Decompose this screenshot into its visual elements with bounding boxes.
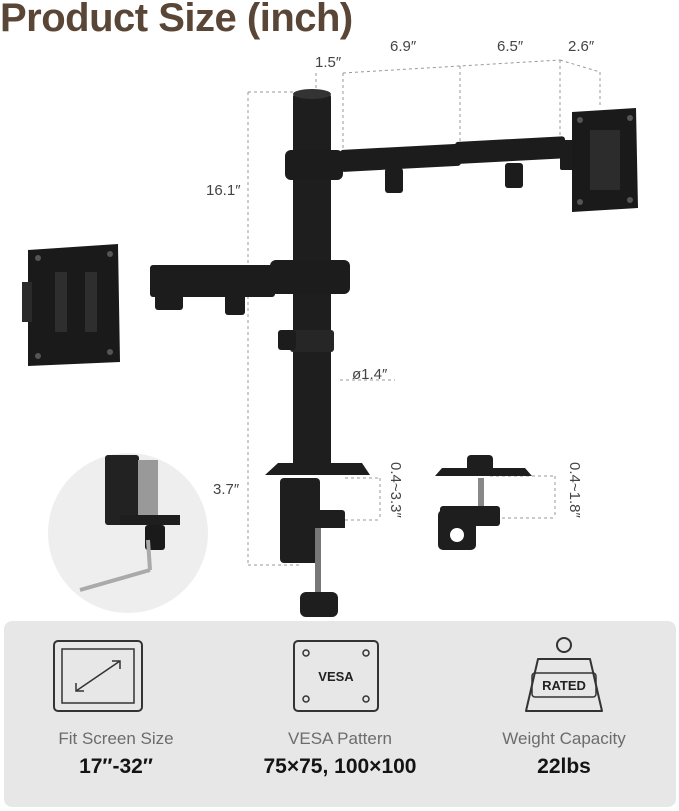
feature-vesa: VESA VESA Pattern 75×75, 100×100 [228, 621, 452, 807]
dim-diameter: ø1.4″ [352, 366, 388, 383]
weight-icon: RATED [525, 637, 603, 712]
dim-6-9: 6.9″ [390, 38, 417, 55]
height-collar [290, 330, 334, 352]
right-vesa-plate [572, 108, 638, 212]
lower-arm [150, 260, 350, 315]
dim-6-5: 6.5″ [497, 38, 524, 55]
clamp-zoom-inset [48, 453, 208, 613]
dim-1-5: 1.5″ [315, 54, 342, 71]
dim-clamp-range: 0.4~3.3″ [387, 462, 404, 518]
left-vesa-plate [22, 244, 120, 366]
page-title: Product Size (inch) [0, 0, 353, 40]
upper-arm [285, 136, 574, 193]
dim-clamp-height: 3.7″ [213, 481, 240, 498]
feature-label: Fit Screen Size [58, 729, 174, 748]
feature-label: Weight Capacity [502, 729, 626, 748]
feature-value: 17″-32″ [79, 755, 153, 778]
desk-clamp [265, 463, 370, 617]
feature-panel: Fit Screen Size 17″-32″ VESA VESA Patter… [4, 621, 676, 807]
feature-screen-size: Fit Screen Size 17″-32″ [4, 621, 228, 807]
weight-icon-text: RATED [542, 678, 586, 693]
feature-value: 75×75, 100×100 [263, 755, 417, 778]
dim-grommet-range: 0.4~1.8″ [566, 462, 583, 518]
screen-size-icon [53, 640, 143, 712]
vesa-icon-text: VESA [318, 669, 354, 684]
grommet-clamp [435, 455, 532, 550]
monitor-mount-illustration [22, 59, 638, 617]
dim-height: 16.1″ [206, 182, 241, 199]
dim-2-6: 2.6″ [568, 38, 595, 55]
feature-weight: RATED Weight Capacity 22lbs [452, 621, 676, 807]
vesa-icon: VESA [293, 640, 379, 712]
feature-label: VESA Pattern [288, 729, 392, 748]
feature-value: 22lbs [537, 755, 591, 778]
